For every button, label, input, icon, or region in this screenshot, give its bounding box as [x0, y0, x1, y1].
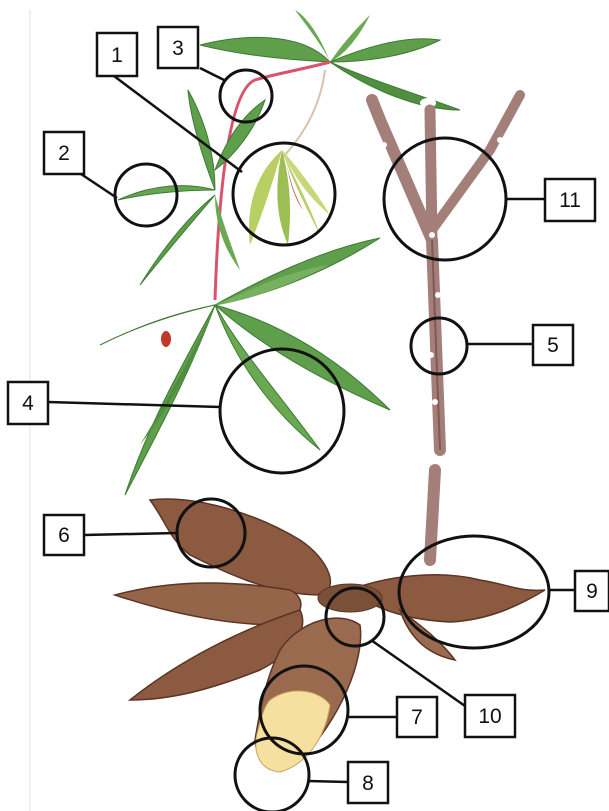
marker-7: 7 [397, 697, 437, 737]
marker-10: 10 [465, 695, 515, 737]
marker-6-label: 6 [58, 524, 70, 547]
marker-5-label: 5 [547, 334, 559, 357]
top-leaf-cluster [200, 10, 460, 110]
marker-10-label: 10 [478, 705, 501, 728]
marker-3: 3 [158, 27, 198, 68]
leaf-branch-illustration [100, 10, 460, 495]
marker-6: 6 [44, 515, 84, 555]
marker-4-label: 4 [22, 392, 34, 415]
marker-2-label: 2 [58, 142, 70, 165]
marker-5: 5 [533, 325, 573, 365]
marker-11-label: 11 [559, 189, 581, 212]
marker-3-label: 3 [172, 37, 184, 60]
marker-4: 4 [8, 382, 48, 424]
marker-9-label: 9 [586, 580, 598, 603]
ring-11 [384, 138, 506, 260]
stem-cutting-illustration [372, 95, 520, 450]
marker-1: 1 [97, 33, 137, 76]
marker-2: 2 [44, 132, 84, 174]
marker-7-label: 7 [411, 706, 423, 729]
marker-8-label: 8 [362, 772, 374, 795]
marker-8: 8 [348, 762, 388, 803]
ring-3 [220, 70, 272, 122]
marker-11: 11 [545, 179, 595, 221]
marker-9: 9 [575, 571, 609, 611]
marker-1-label: 1 [111, 44, 123, 67]
lower-leaf-cluster [100, 238, 390, 495]
